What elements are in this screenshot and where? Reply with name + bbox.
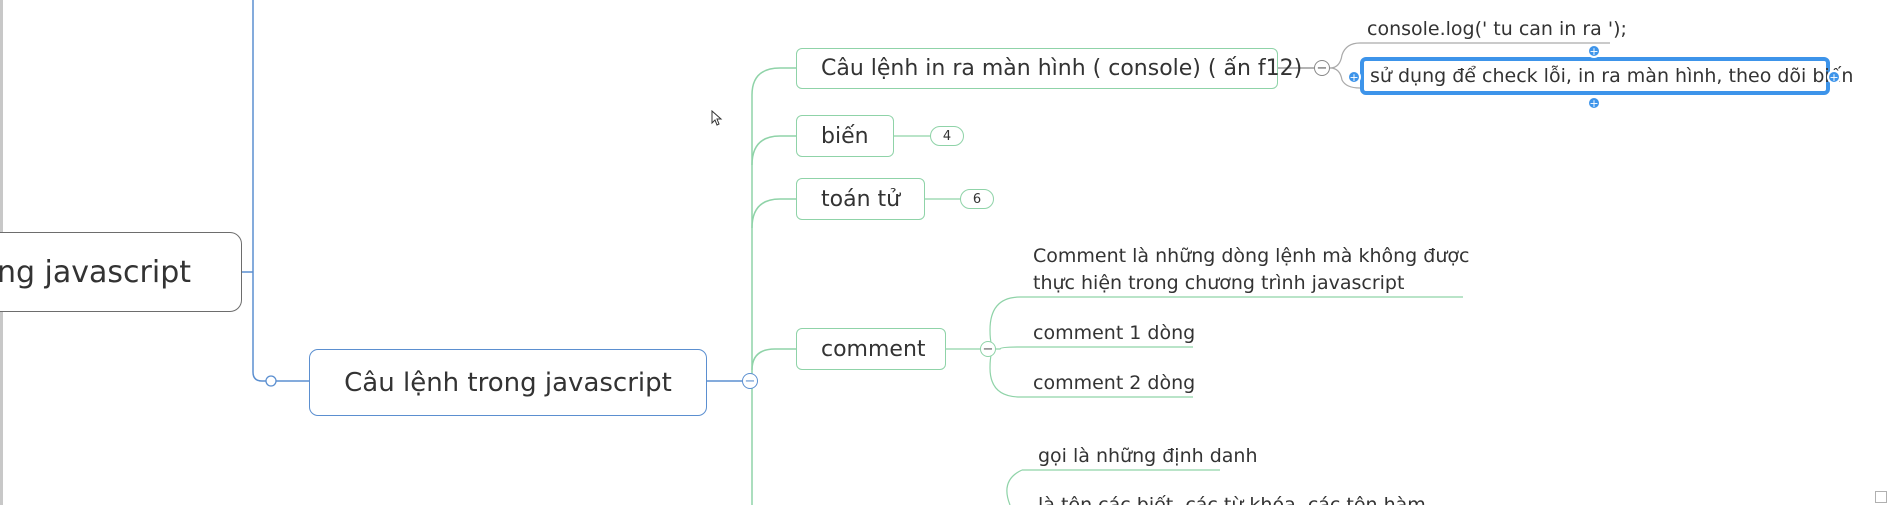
minus-circle-icon[interactable]: −	[1314, 60, 1330, 76]
selected-topic-usage[interactable]: sử dụng để check lỗi, in ra màn hình, th…	[1360, 57, 1853, 95]
mouse-pointer-icon	[711, 110, 723, 126]
badge-count: 6	[972, 191, 982, 207]
root-topic-label: ong javascript	[0, 254, 191, 290]
root-topic[interactable]: ong javascript	[0, 232, 242, 312]
bottom-branch-line2[interactable]: là tên các biết, các từ khóa, các tên hà…	[1038, 494, 1426, 505]
plus-handle-icon[interactable]: +	[1587, 96, 1601, 110]
subtopic-console[interactable]: Câu lệnh in ra màn hình ( console) ( ấn …	[796, 48, 1302, 89]
comment-multi-line[interactable]: comment 2 dòng	[1033, 372, 1196, 394]
badge-count: 4	[942, 128, 952, 144]
selected-topic-label: sử dụng để check lỗi, in ra màn hình, th…	[1370, 65, 1854, 87]
subtopic-comment[interactable]: comment	[796, 328, 946, 370]
main-topic-cau-lenh[interactable]: Câu lệnh trong javascript	[309, 349, 707, 416]
comment-definition-line2[interactable]: thực hiện trong chương trình javascript	[1033, 272, 1405, 294]
collapsed-count-badge[interactable]: 4	[930, 126, 964, 146]
resize-corner-icon[interactable]	[1875, 491, 1887, 503]
plus-handle-icon[interactable]: +	[1587, 44, 1601, 58]
plus-handle-icon[interactable]: +	[1827, 70, 1841, 84]
console-code-text[interactable]: console.log(' tu can in ra ');	[1367, 18, 1627, 40]
collapsed-count-badge[interactable]: 6	[960, 189, 994, 209]
subtopic-comment-label: comment	[821, 336, 926, 362]
subtopic-bien[interactable]: biến	[796, 115, 894, 157]
comment-definition-line1[interactable]: Comment là những dòng lệnh mà không được	[1033, 245, 1470, 267]
main-topic-label: Câu lệnh trong javascript	[344, 367, 672, 398]
minus-circle-icon[interactable]: −	[980, 341, 996, 357]
plus-handle-icon[interactable]: +	[1347, 70, 1361, 84]
subtopic-bien-label: biến	[821, 123, 869, 149]
minus-circle-icon[interactable]: −	[742, 373, 758, 389]
subtopic-toan-tu[interactable]: toán tử	[796, 178, 925, 220]
comment-single-line[interactable]: comment 1 dòng	[1033, 322, 1196, 344]
bottom-branch-line1[interactable]: gọi là những định danh	[1038, 445, 1258, 467]
subtopic-console-label: Câu lệnh in ra màn hình ( console) ( ấn …	[821, 56, 1303, 81]
subtopic-toan-tu-label: toán tử	[821, 186, 901, 212]
